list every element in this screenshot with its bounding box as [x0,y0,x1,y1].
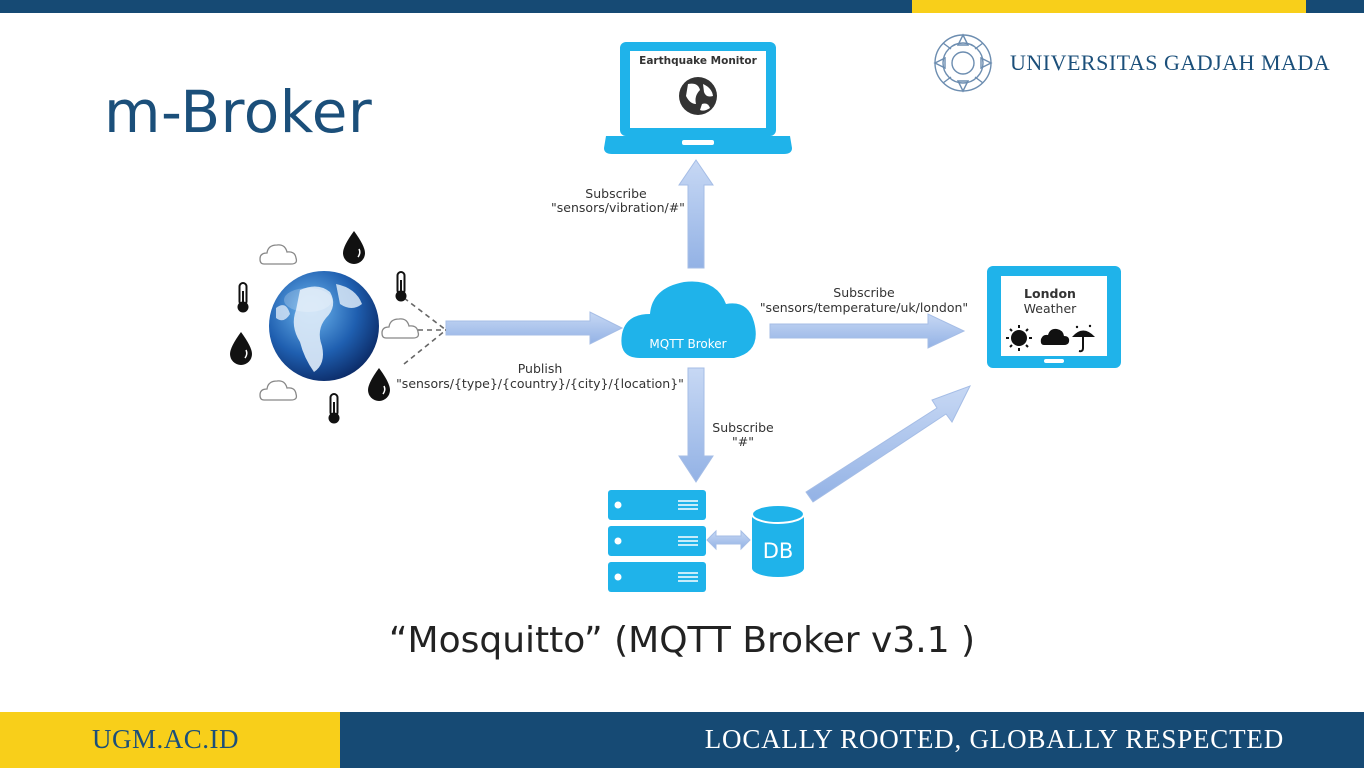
tablet-title: London [1024,286,1076,301]
cloud-icon [1040,328,1070,345]
university-name: UNIVERSITAS GADJAH MADA [1010,50,1331,75]
arrow-publish [445,311,624,345]
broker-cloud-icon [621,281,756,358]
tablet-icon [987,266,1121,368]
subscribe-temperature-topic: "sensors/temperature/uk/london" [760,300,968,315]
footer-blue-band [340,712,1364,768]
laptop-title: Earthquake Monitor [639,55,757,67]
publish-topic: "sensors/{type}/{country}/{city}/{locati… [396,376,684,391]
arrow-subscribe-vibration [678,159,714,269]
footer-url: UGM.AC.ID [92,724,240,754]
cloud-icon [381,318,420,339]
umbrella-icon [1072,324,1095,353]
cloud-icon [259,380,298,401]
subscribe-vibration-verb: Subscribe [585,186,647,201]
top-accent-bar-gold [912,0,1306,13]
publish-verb: Publish [518,361,563,376]
subscribe-temperature-verb: Subscribe [833,285,895,300]
raindrop-icon [229,331,253,366]
sun-icon [1006,325,1032,351]
cloud-icon [259,244,298,265]
arrow-server-db [706,529,751,551]
subscribe-all-verb: Subscribe [712,420,774,435]
raindrop-icon [367,367,391,402]
raindrop-icon [342,230,366,265]
thermometer-icon [236,282,250,314]
arrow-db-to-tablet [805,385,972,503]
arrow-subscribe-temperature [769,313,966,349]
slide-title: m-Broker [104,78,373,146]
db-label: DB [763,539,794,563]
broker-label: MQTT Broker [649,337,726,351]
arrow-subscribe-all [678,367,714,483]
university-seal-icon [933,33,993,93]
footer-motto: LOCALLY ROOTED, GLOBALLY RESPECTED [704,724,1284,754]
slide-caption: “Mosquitto” (MQTT Broker v3.1 ) [388,620,976,661]
subscribe-vibration-topic: "sensors/vibration/#" [551,200,685,215]
subscribe-all-topic: "#" [732,434,754,449]
globe-small-icon [679,77,717,115]
top-accent-bar-blue [0,0,912,13]
server-icon [608,490,706,592]
publish-dashed-lines [403,297,447,365]
tablet-subtitle: Weather [1024,301,1077,316]
database-icon [751,504,805,577]
footer-gold-band [0,712,340,768]
top-accent-bar-blue-right [1306,0,1364,13]
globe-icon [269,271,379,381]
thermometer-icon [327,393,341,425]
thermometer-icon [394,271,408,303]
